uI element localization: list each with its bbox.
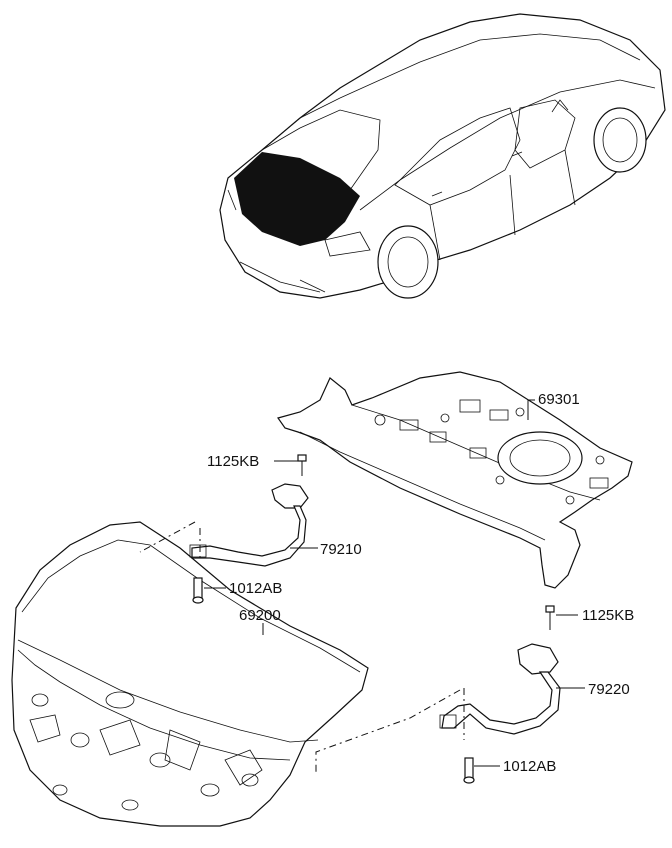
trunk-lid-panel [11,521,369,827]
bolt-1012ab-left [192,577,204,604]
assembly-line-right-diagonal [315,689,461,775]
rear-package-tray-panel [277,371,633,589]
right-hinge [439,643,561,735]
highlighted-trunk-lid [234,152,360,246]
label-hinge-right: 79220 [588,681,630,698]
label-trunk-lid: 69200 [239,607,281,624]
label-bolt-upper-right: 1125KB [582,607,634,624]
bolt-1125kb-right [545,605,555,630]
bolt-1012ab-right [463,757,475,784]
left-hinge [189,483,309,567]
label-bolt-lower-right: 1012AB [503,758,556,775]
label-rear-shelf: 69301 [538,391,580,408]
car-illustration [219,13,666,299]
label-bolt-lower-left: 1012AB [229,580,282,597]
label-hinge-left: 79210 [320,541,362,558]
label-bolt-upper-left: 1125KB [207,453,259,470]
bolt-1125kb-left [297,454,307,476]
assembly-line-left-diagonal [139,521,196,553]
